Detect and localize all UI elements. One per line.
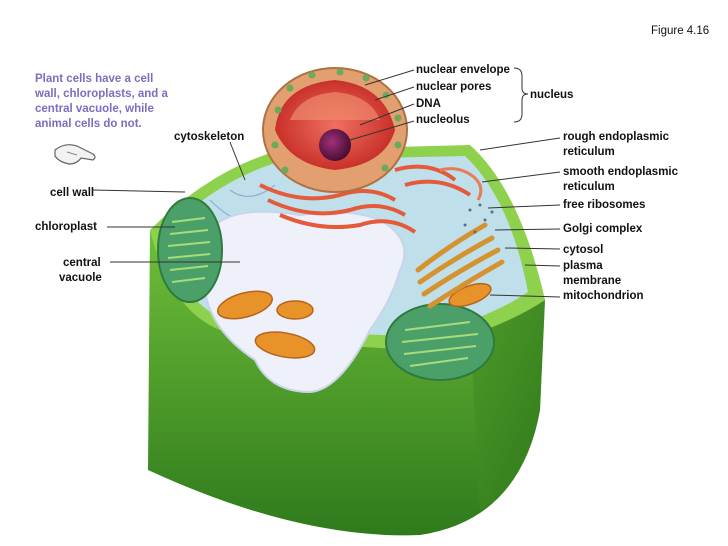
label-plasma-membrane-1: plasma: [563, 259, 603, 274]
label-cytoskeleton: cytoskeleton: [174, 130, 244, 145]
note-line: wall, chloroplasts, and a: [35, 87, 205, 102]
label-central-vacuole-2: vacuole: [59, 271, 102, 286]
label-plasma-membrane-2: membrane: [563, 274, 621, 289]
label-nuclear-envelope: nuclear envelope: [416, 63, 510, 78]
label-rough-er-2: reticulum: [563, 145, 615, 160]
label-golgi-complex: Golgi complex: [563, 222, 642, 237]
label-cytosol: cytosol: [563, 243, 603, 258]
label-free-ribosomes: free ribosomes: [563, 198, 645, 213]
figure-label: Figure 4.16: [651, 25, 709, 37]
chloroplast-right: [386, 304, 494, 380]
label-chloroplast: chloroplast: [35, 220, 97, 235]
label-cell-wall: cell wall: [50, 186, 94, 201]
label-dna: DNA: [416, 97, 441, 112]
label-smooth-er-1: smooth endoplasmic: [563, 165, 678, 180]
note-line: central vacuole, while: [35, 102, 205, 117]
comparison-note: Plant cells have a cell wall, chloroplas…: [35, 72, 205, 132]
label-mitochondrion: mitochondrion: [563, 289, 644, 304]
label-rough-er-1: rough endoplasmic: [563, 130, 669, 145]
note-line: Plant cells have a cell: [35, 72, 205, 87]
label-nuclear-pores: nuclear pores: [416, 80, 491, 95]
label-nucleolus: nucleolus: [416, 113, 470, 128]
pointing-hand-icon: [55, 145, 95, 164]
label-nucleus: nucleus: [530, 88, 573, 103]
label-smooth-er-2: reticulum: [563, 180, 615, 195]
label-central-vacuole-1: central: [63, 256, 101, 271]
chloroplast-left: [158, 198, 222, 302]
